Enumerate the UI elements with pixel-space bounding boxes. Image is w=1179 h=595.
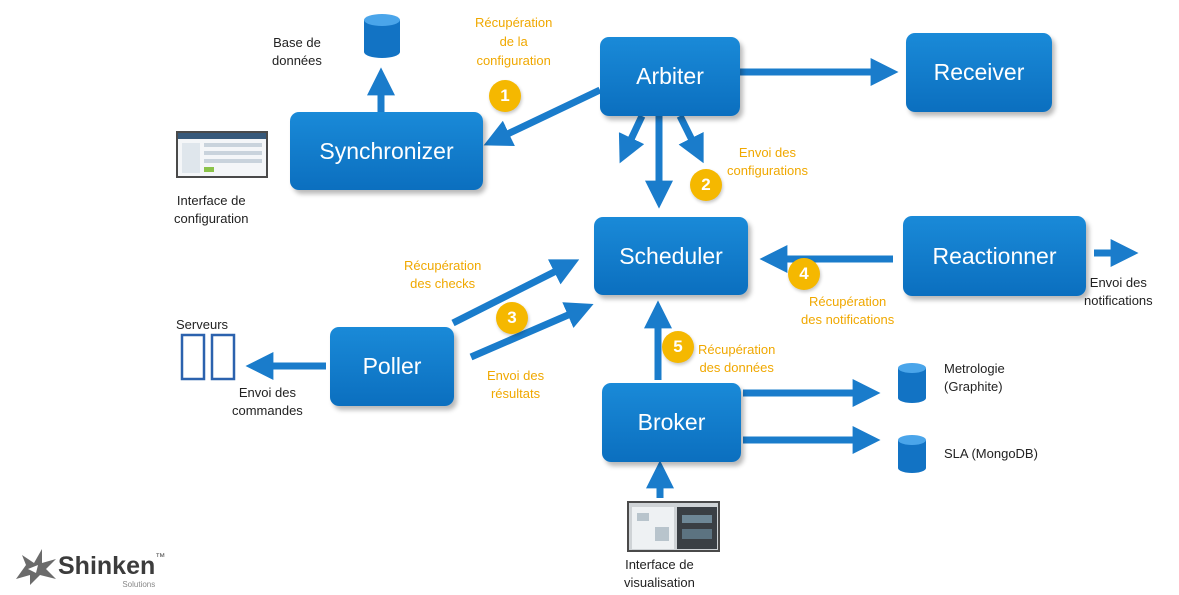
step-badge-5: 5: [662, 331, 694, 363]
step-badge-4: 4: [788, 258, 820, 290]
sla-label: SLA (MongoDB): [944, 446, 1038, 461]
arrow-poller-scheduler-results: [469, 302, 594, 361]
logo-subtitle: Solutions: [122, 579, 156, 589]
configuration-interface-thumbnail: [176, 131, 268, 178]
logo-trademark: ™: [155, 551, 166, 563]
serveurs-label: Serveurs: [176, 317, 229, 332]
database-icon: [364, 14, 400, 58]
arrow-arbiter-down-right: [676, 114, 704, 164]
visualisation-interface-thumbnail: [627, 501, 720, 552]
shinken-logo-icon: [16, 549, 56, 585]
server-icon: [180, 333, 236, 381]
scheduler-node: Scheduler: [594, 217, 748, 295]
arbiter-node: Arbiter: [600, 37, 740, 116]
arrow-arbiter-synchronizer: [483, 86, 602, 147]
logo-name: Shinken: [58, 551, 156, 580]
broker-node: Broker: [602, 383, 741, 462]
metrologie-label: Metrologie(Graphite): [944, 361, 1005, 394]
step-badge-1: 1: [489, 80, 521, 112]
metrologie-database-icon: [898, 363, 926, 403]
step-badge-3: 3: [496, 302, 528, 334]
reactionner-node: Reactionner: [903, 216, 1086, 296]
arrow-arbiter-down-left: [618, 114, 646, 164]
arrow-poller-scheduler-checks: [451, 259, 580, 327]
step-badge-2: 2: [690, 169, 722, 201]
shinken-logo: Shinken™ Solutions: [12, 545, 166, 589]
receiver-node: Receiver: [906, 33, 1052, 112]
synchronizer-node: Synchronizer: [290, 112, 483, 190]
sla-database-icon: [898, 435, 926, 473]
poller-node: Poller: [330, 327, 454, 406]
